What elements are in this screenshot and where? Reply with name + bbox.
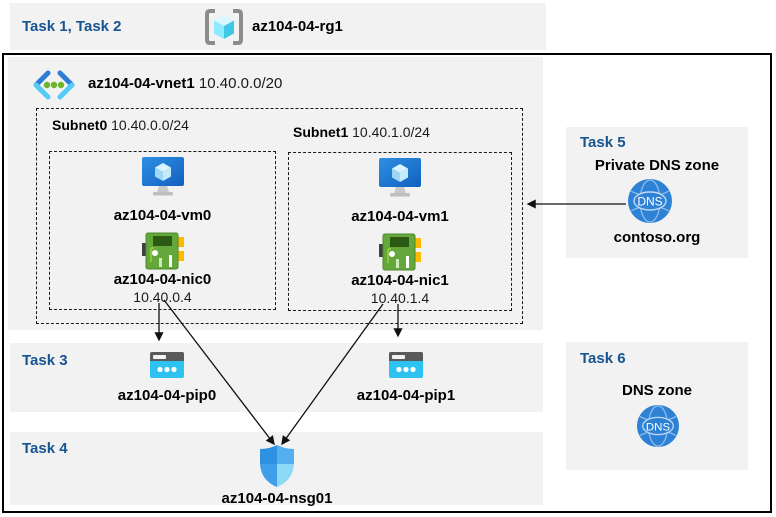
vnet-name: az104-04-vnet1	[88, 75, 195, 92]
subnet1-name: Subnet1	[293, 124, 349, 140]
vm0-icon	[141, 157, 184, 196]
nic1-icon	[379, 233, 421, 271]
private-dns-zone-title: Private DNS zone	[594, 157, 720, 174]
resource-group-band: Task 1, Task 2 az104-04-rg1	[10, 3, 546, 50]
resource-group-icon	[205, 9, 243, 45]
private-dns-zone-name: contoso.org	[613, 229, 701, 246]
pip1-name: az104-04-pip1	[356, 387, 456, 404]
task5-label: Task 5	[580, 134, 626, 151]
vm0-name: az104-04-vm0	[113, 207, 212, 224]
subnet0-box: az104-04-vm0 az104-04-nic0 10.40.0.4	[49, 151, 276, 310]
task6-label: Task 6	[580, 350, 626, 367]
vnet-container: az104-04-vnet1 10.40.0.0/20 Subnet0 10.4…	[8, 57, 543, 330]
task6-box: Task 6 DNS zone DNS	[566, 342, 748, 470]
resource-group-name: az104-04-rg1	[252, 18, 343, 35]
private-dns-icon: DNS	[628, 179, 672, 223]
subnet0-label: Subnet0 10.40.0.0/24	[52, 117, 189, 133]
task4-band: Task 4 az104-04-nsg01	[10, 432, 543, 508]
dns-zone-icon: DNS	[636, 404, 680, 448]
pip0-node: az104-04-pip0	[97, 347, 237, 405]
vnet-address-space-box	[36, 108, 523, 324]
nic0-ip: 10.40.0.4	[133, 289, 192, 305]
dns-zone-icon-text: DNS	[646, 421, 671, 433]
vnet-address-space: 10.40.0.0/20	[198, 75, 283, 92]
task3-label: Task 3	[22, 352, 68, 369]
pip1-node: az104-04-pip1	[336, 347, 476, 405]
task4-label: Task 4	[22, 440, 68, 457]
pip1-icon	[389, 352, 423, 378]
vnet-title: az104-04-vnet1 10.40.0.0/20	[88, 75, 282, 92]
subnet1-box: az104-04-vm1 az104-04-nic1 10.40.1.4	[288, 152, 512, 311]
nic1-name: az104-04-nic1	[351, 272, 449, 289]
pip0-icon	[150, 352, 184, 378]
subnet0-range: 10.40.0.0/24	[111, 117, 189, 133]
virtual-network-icon	[33, 70, 75, 100]
pip0-name: az104-04-pip0	[117, 387, 217, 404]
vm1-name: az104-04-vm1	[351, 208, 449, 225]
task-1-2-label: Task 1, Task 2	[22, 18, 122, 35]
subnet1-label: Subnet1 10.40.1.0/24	[293, 124, 430, 140]
nsg-shield-icon	[260, 445, 294, 487]
nic1-ip: 10.40.1.4	[370, 290, 430, 306]
private-dns-icon-text: DNS	[637, 195, 662, 209]
nsg-name: az104-04-nsg01	[221, 490, 333, 507]
vm1-icon	[379, 158, 421, 197]
task5-box: Task 5 Private DNS zone DNS contoso.org	[566, 127, 748, 258]
dns-zone-title: DNS zone	[621, 382, 692, 399]
nic0-icon	[141, 232, 184, 270]
nic0-name: az104-04-nic0	[113, 271, 212, 288]
task3-band: Task 3 az104-04-pip0 az104-04-pip1	[10, 343, 543, 412]
nsg-node: az104-04-nsg01	[207, 445, 347, 508]
subnet1-range: 10.40.1.0/24	[352, 124, 430, 140]
diagram-outer-frame	[2, 53, 772, 513]
subnet0-name: Subnet0	[52, 117, 108, 133]
